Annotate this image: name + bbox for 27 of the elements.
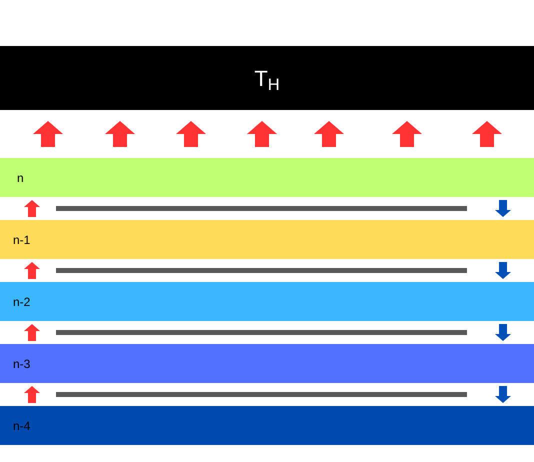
layer-band — [0, 406, 534, 445]
layer-band — [0, 158, 534, 197]
arrow — [24, 324, 40, 341]
arrow — [105, 121, 135, 147]
arrow — [495, 200, 511, 217]
layer-label: n-4 — [13, 418, 30, 434]
arrow — [495, 324, 511, 341]
layer-label: T$_{H}$ — [254, 64, 280, 94]
layer-label: n-3 — [13, 356, 30, 372]
arrow — [176, 121, 206, 147]
arrow — [314, 121, 344, 147]
arrow — [24, 386, 40, 403]
arrow — [247, 121, 277, 147]
arrow — [495, 386, 511, 403]
layer-band — [0, 220, 534, 259]
arrow — [472, 121, 502, 147]
arrow — [24, 262, 40, 279]
arrow — [495, 262, 511, 279]
arrow — [33, 121, 63, 147]
layer-label: n-2 — [13, 294, 30, 310]
layer-band — [0, 344, 534, 383]
layer-band — [0, 282, 534, 321]
arrow — [392, 121, 422, 147]
layer-label: n — [17, 170, 24, 186]
layer-label: n-1 — [13, 232, 30, 248]
layer-band — [0, 46, 534, 110]
arrow — [24, 200, 40, 217]
